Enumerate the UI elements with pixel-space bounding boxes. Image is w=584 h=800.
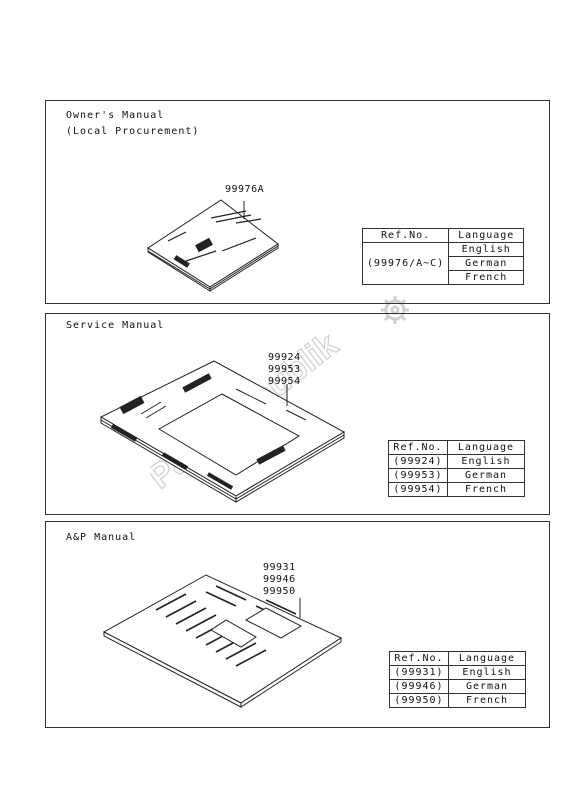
panel-subtitle: (Local Procurement) (66, 126, 200, 137)
ref-no-header: Ref.No. (388, 440, 448, 455)
language-cell: English (448, 665, 526, 680)
ref-no-header: Ref.No. (361, 228, 450, 243)
panel-title: A&P Manual (66, 532, 137, 543)
part-number: 99950 (263, 586, 296, 597)
reference-table: Ref.No. Language (99924) English (99953)… (388, 440, 525, 497)
part-number: 99924 (268, 352, 301, 363)
part-number: 99976A (225, 184, 265, 195)
language-cell: English (448, 242, 525, 257)
reference-table: Ref.No. Language (99976/A~C) English Ger… (361, 228, 525, 285)
ref-no-cell: (99954) (388, 482, 448, 497)
ref-no-cell: (99931) (389, 665, 449, 680)
ref-no-cell: (99950) (389, 693, 449, 708)
service-manual-illustration (99, 360, 346, 503)
ref-no-cell: (99953) (388, 468, 448, 483)
language-cell: French (447, 482, 525, 497)
owners-manual-panel: Owner's Manual (Local Procurement) 99976… (45, 100, 550, 304)
ref-no-header: Ref.No. (389, 651, 449, 666)
part-number: 99931 (263, 562, 296, 573)
language-header: Language (448, 651, 526, 666)
language-cell: French (448, 693, 526, 708)
language-header: Language (447, 440, 525, 455)
language-cell: French (448, 270, 525, 285)
part-number: 99946 (263, 574, 296, 585)
language-header: Language (448, 228, 525, 243)
panel-title: Owner's Manual (66, 110, 165, 121)
owners-manual-illustration (147, 199, 279, 292)
part-number: 99954 (268, 376, 301, 387)
part-number: 99953 (268, 364, 301, 375)
service-manual-panel: Service Manual 99924 99953 99954 (45, 313, 550, 515)
ap-manual-panel: A&P Manual 99931 99946 99 (45, 521, 550, 728)
panel-title: Service Manual (66, 320, 165, 331)
language-cell: English (447, 454, 525, 469)
reference-table: Ref.No. Language (99931) English (99946)… (389, 651, 526, 708)
ref-no-cell: (99946) (389, 679, 449, 694)
language-cell: German (448, 679, 526, 694)
ap-manual-illustration (102, 574, 343, 708)
language-cell: German (447, 468, 525, 483)
ref-no-cell: (99924) (388, 454, 448, 469)
ref-no-cell: (99976/A~C) (361, 242, 450, 285)
language-cell: German (448, 256, 525, 271)
